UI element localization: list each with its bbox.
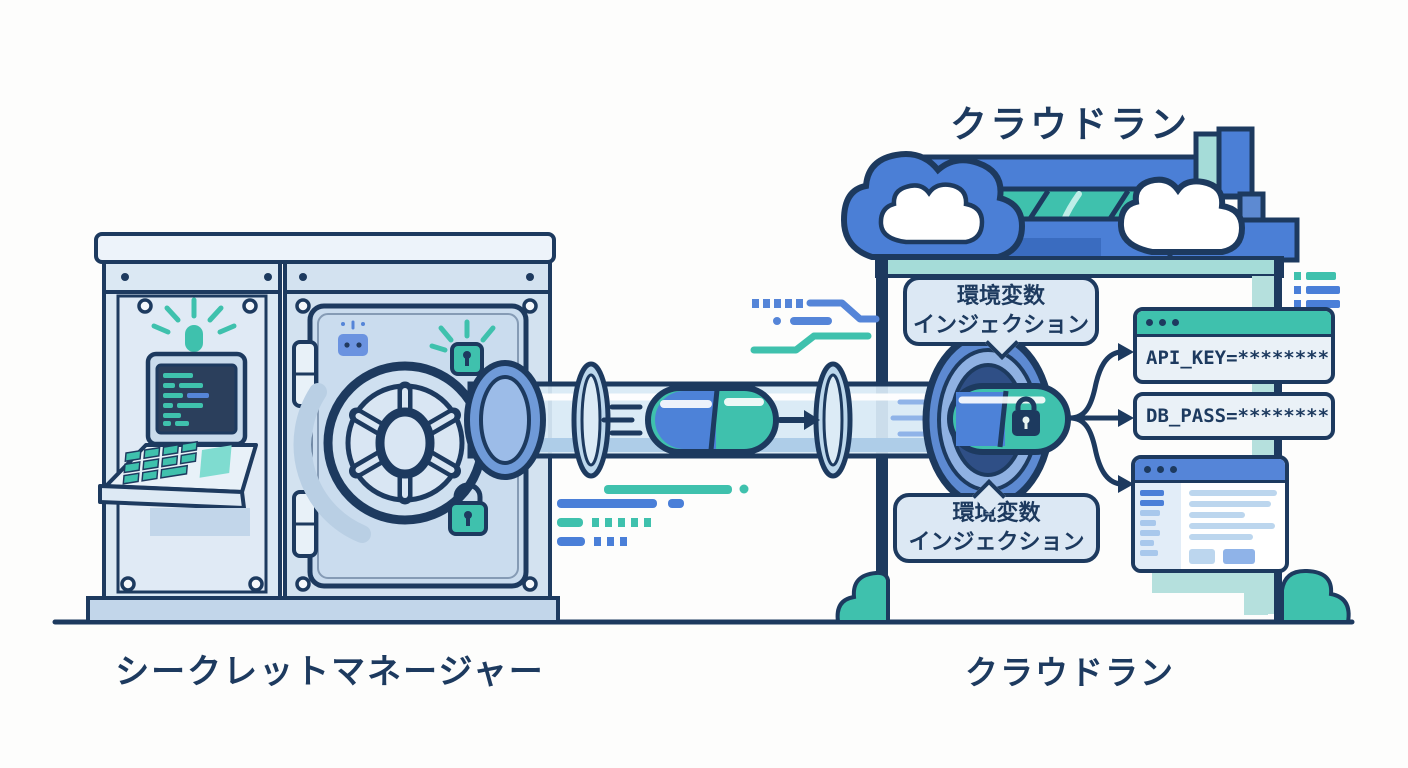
secret-manager-label: シークレットマネージャー [115, 652, 545, 692]
content-line [1189, 501, 1271, 507]
pipe [464, 330, 1071, 510]
content-line [1189, 523, 1275, 529]
db-pass-value: DB_PASS=******** [1146, 405, 1330, 427]
indicator-light-icon [151, 297, 237, 352]
secret-manager-machine [86, 232, 560, 624]
window-dots-icon [1170, 466, 1177, 473]
db-pass-box: DB_PASS=******** [1133, 392, 1335, 440]
api-key-window: API_KEY=******** [1133, 307, 1335, 384]
window-titlebar [1137, 311, 1331, 337]
window-dots-icon [1146, 319, 1153, 326]
window-dots-icon [1159, 319, 1166, 326]
motion-lines [601, 404, 643, 436]
window-dots-icon [1157, 466, 1164, 473]
circuit-decoration [750, 299, 880, 354]
browser-window [1131, 455, 1289, 573]
capsule-icon [645, 385, 779, 455]
browser-body [1135, 483, 1285, 569]
window-dots-icon [1172, 319, 1179, 326]
bush-icon [835, 570, 890, 624]
api-key-value: API_KEY=******** [1146, 347, 1330, 369]
button-row [1189, 549, 1277, 564]
content-button [1223, 549, 1255, 564]
cloud-run-title: クラウドラン [950, 103, 1190, 146]
window-titlebar [1135, 459, 1285, 483]
arrow-right-icon [777, 410, 820, 430]
bubble-line: インジェクション [908, 529, 1085, 555]
content-line [1189, 490, 1277, 496]
cloud-icon [1117, 176, 1246, 255]
lock-icon [1012, 396, 1040, 436]
padlock-icon [448, 482, 488, 536]
vault-wheel-icon [323, 361, 487, 525]
code-lines-decoration [557, 484, 749, 546]
sidebar-line [1140, 550, 1158, 556]
browser-sidebar [1135, 483, 1181, 569]
bush-icon [1280, 568, 1351, 624]
terminal-icon [145, 351, 248, 454]
bubble-line: 環境変数 [956, 284, 1045, 309]
window-dots-icon [1144, 466, 1151, 473]
content-button [1189, 549, 1215, 564]
sidebar-line [1140, 510, 1160, 516]
sidebar-line [1140, 530, 1160, 536]
sidebar-line [1140, 540, 1154, 546]
content-line [1189, 534, 1253, 540]
cloud-icon [878, 182, 985, 245]
sidebar-line [1140, 520, 1156, 526]
cloud-run-label: クラウドラン [965, 653, 1175, 692]
browser-content [1181, 483, 1285, 569]
env-injection-bubble-bottom: 環境変数 インジェクション [893, 479, 1100, 563]
keyboard-icon [98, 440, 258, 536]
env-injection-bubble-top: 環境変数 インジェクション [903, 276, 1099, 360]
robot-icon [338, 320, 368, 356]
sidebar-line [1140, 500, 1164, 506]
content-line [1189, 512, 1245, 518]
sidebar-line [1140, 490, 1164, 496]
injection-arrows [1067, 343, 1134, 493]
capsule-icon [947, 383, 1071, 455]
padlock-icon [429, 319, 496, 376]
